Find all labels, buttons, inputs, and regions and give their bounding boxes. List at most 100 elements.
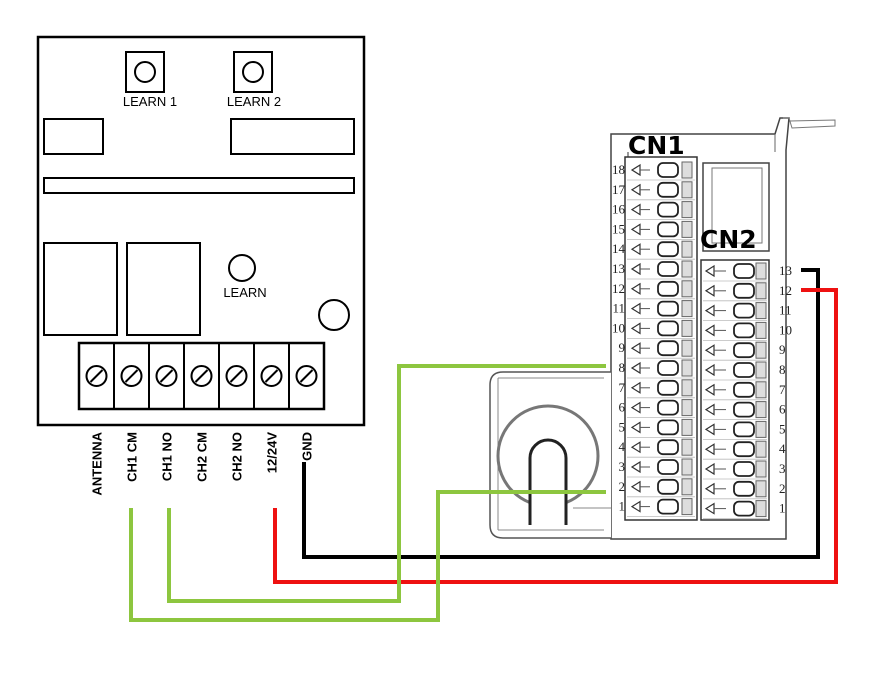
cn1-pin	[627, 181, 695, 201]
terminal-block	[77, 341, 326, 411]
cn2-pin-label: 4	[779, 441, 786, 456]
cn1-pin	[627, 161, 695, 181]
cn1-pin	[627, 438, 695, 458]
learn-button[interactable]	[228, 254, 256, 282]
cn2-pin-label: 1	[779, 501, 786, 516]
cn1-pin-label: 2	[619, 479, 626, 494]
cn1-pin-label: 10	[612, 320, 625, 335]
cn2-pin	[703, 361, 767, 381]
learn1-button[interactable]	[125, 51, 165, 93]
cn2-pin	[703, 500, 767, 519]
cn1-label: CN1	[628, 131, 685, 160]
cn1-pin	[627, 399, 695, 419]
wire-ch1-cm	[129, 490, 606, 622]
cn1-pin	[627, 458, 695, 478]
cn2-pin-label: 5	[779, 421, 786, 436]
cn2-pin	[703, 282, 767, 302]
cn1-pin-label: 5	[619, 419, 626, 434]
cn2-pin-label: 7	[779, 382, 786, 397]
cn1-pin	[627, 359, 695, 379]
cn2-pin-label: 2	[779, 481, 786, 496]
component-block-left	[43, 118, 104, 155]
terminal-label: CH2 NO	[230, 432, 245, 481]
wires	[129, 268, 838, 622]
cn2-pin-labels: 13 12 11 10 9 8 7 6 5 4 3 2 1	[779, 263, 792, 516]
cn1-pin	[627, 260, 695, 280]
cn1-pin-label: 6	[619, 400, 626, 415]
cn2-pin	[703, 302, 767, 322]
cn1-pin-label: 1	[619, 499, 626, 514]
terminal-screw	[120, 365, 143, 387]
cn2-pin	[703, 440, 767, 460]
cn1-pin-label: 17	[612, 182, 626, 197]
cn2-pin	[703, 321, 767, 341]
cn1-pin-label: 4	[619, 439, 626, 454]
terminal-label: 12/24V	[265, 432, 280, 474]
terminal-screw	[260, 365, 283, 387]
cn2-pin	[703, 401, 767, 421]
relay-2	[126, 242, 201, 336]
terminal-label: CH1 CM	[125, 432, 140, 482]
learn2-label: LEARN 2	[227, 94, 281, 109]
cn1-pin-label: 12	[612, 281, 625, 296]
cn2-pin-label: 6	[779, 402, 786, 417]
learn1-label: LEARN 1	[123, 94, 177, 109]
cn2-connector	[700, 259, 770, 521]
cn1-pin	[627, 339, 695, 359]
cn2-pin-label: 12	[779, 283, 792, 298]
cn1-pin	[627, 240, 695, 260]
learn2-button[interactable]	[233, 51, 273, 93]
cn1-pin-label: 15	[612, 221, 625, 236]
cn2-pin-label: 13	[779, 263, 792, 278]
terminal-screw	[155, 365, 178, 387]
cn1-pin	[627, 319, 695, 339]
component-block-right	[230, 118, 355, 155]
cn1-pin	[627, 379, 695, 399]
cn1-pin-label: 9	[619, 340, 626, 355]
cn2-pin	[703, 341, 767, 361]
terminal-label: CH2 CM	[195, 432, 210, 482]
cn1-connector	[624, 152, 698, 521]
terminal-screw	[295, 365, 318, 387]
learn-label: LEARN	[223, 285, 266, 300]
cn2-pin-label: 3	[779, 461, 786, 476]
component-strip	[43, 177, 355, 194]
cn2-pin-label: 9	[779, 342, 786, 357]
cn2-pin-label: 11	[779, 303, 792, 318]
cn2-pin	[703, 381, 767, 401]
cn1-pin	[627, 201, 695, 221]
cn1-pin	[627, 478, 695, 498]
cn2-label: CN2	[700, 225, 757, 254]
terminal-label: GND	[300, 432, 315, 461]
cn2-pin-label: 8	[779, 362, 786, 377]
terminal-label: ANTENNA	[90, 431, 105, 495]
wire-ch1-no	[167, 364, 606, 603]
terminal-label: CH1 NO	[160, 432, 175, 481]
cn2-pin-label: 10	[779, 322, 792, 337]
cn1-pin	[627, 418, 695, 438]
terminal-screw	[225, 365, 248, 387]
cn1-pin-label: 7	[619, 380, 626, 395]
cn1-pin	[627, 220, 695, 240]
cn1-pin-label: 11	[612, 301, 625, 316]
led-indicator	[318, 299, 350, 331]
cn1-pin-label: 3	[619, 459, 626, 474]
cn1-pin	[627, 300, 695, 320]
terminal-screw	[190, 365, 213, 387]
cn1-pin	[627, 498, 695, 517]
wire-12-24v	[273, 288, 838, 584]
cn1-pin-label: 8	[619, 360, 626, 375]
terminal-screw	[85, 365, 108, 387]
cn1-pin-label: 18	[612, 162, 625, 177]
cn2-pin	[703, 480, 767, 500]
relay-1	[43, 242, 118, 336]
cn2-pin	[703, 460, 767, 480]
cn1-pin-label: 13	[612, 261, 625, 276]
mounting-bracket	[489, 371, 611, 539]
terminal-labels: ANTENNA CH1 CM CH1 NO CH2 CM CH2 NO 12/24V GND	[90, 431, 315, 495]
cn1-pin-label: 14	[612, 241, 626, 256]
wire-gnd	[302, 268, 820, 559]
cn2-pin	[703, 262, 767, 282]
